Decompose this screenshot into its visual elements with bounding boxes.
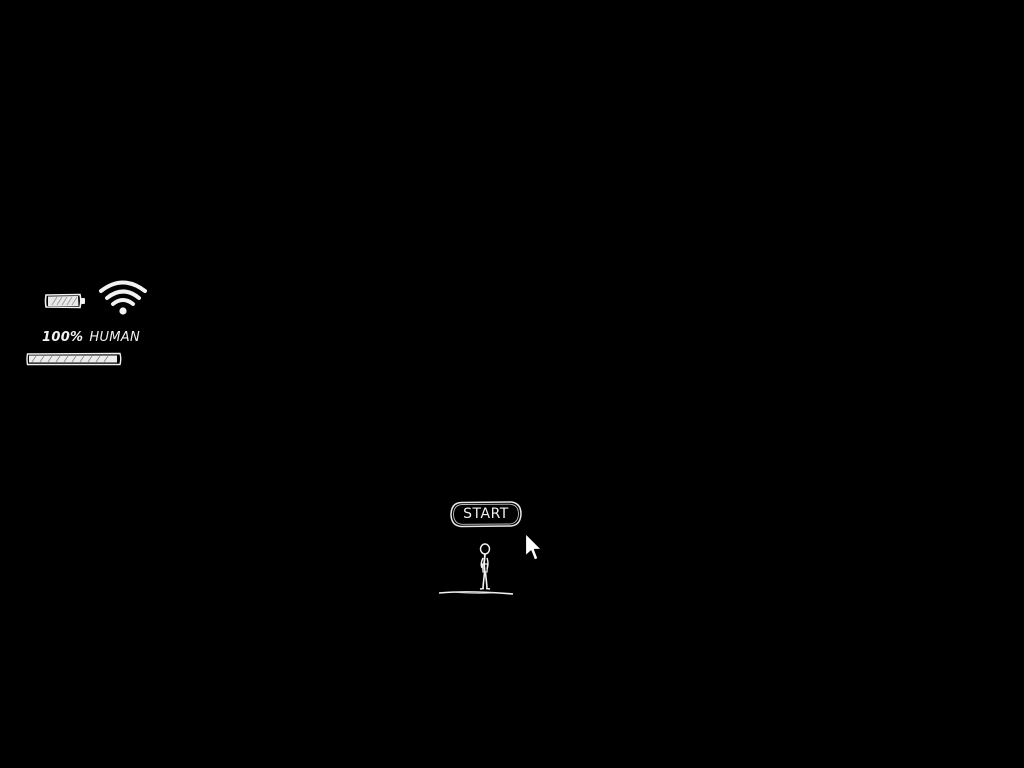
human-level-bar <box>26 352 122 366</box>
status-hud: 100% HUMAN <box>22 272 162 372</box>
start-button-label: START <box>463 506 509 522</box>
human-label: HUMAN <box>89 330 140 345</box>
wifi-icon <box>99 280 147 315</box>
human-status-text: 100% HUMAN <box>42 330 140 345</box>
start-button[interactable]: START <box>449 500 523 528</box>
human-percent: 100% <box>42 330 84 345</box>
start-button-outline <box>450 501 522 528</box>
ground-line <box>438 591 514 595</box>
human-level-fill <box>29 355 117 363</box>
stick-figure-character <box>479 543 491 590</box>
battery-icon <box>44 293 85 309</box>
mouse-cursor-icon <box>524 532 543 561</box>
